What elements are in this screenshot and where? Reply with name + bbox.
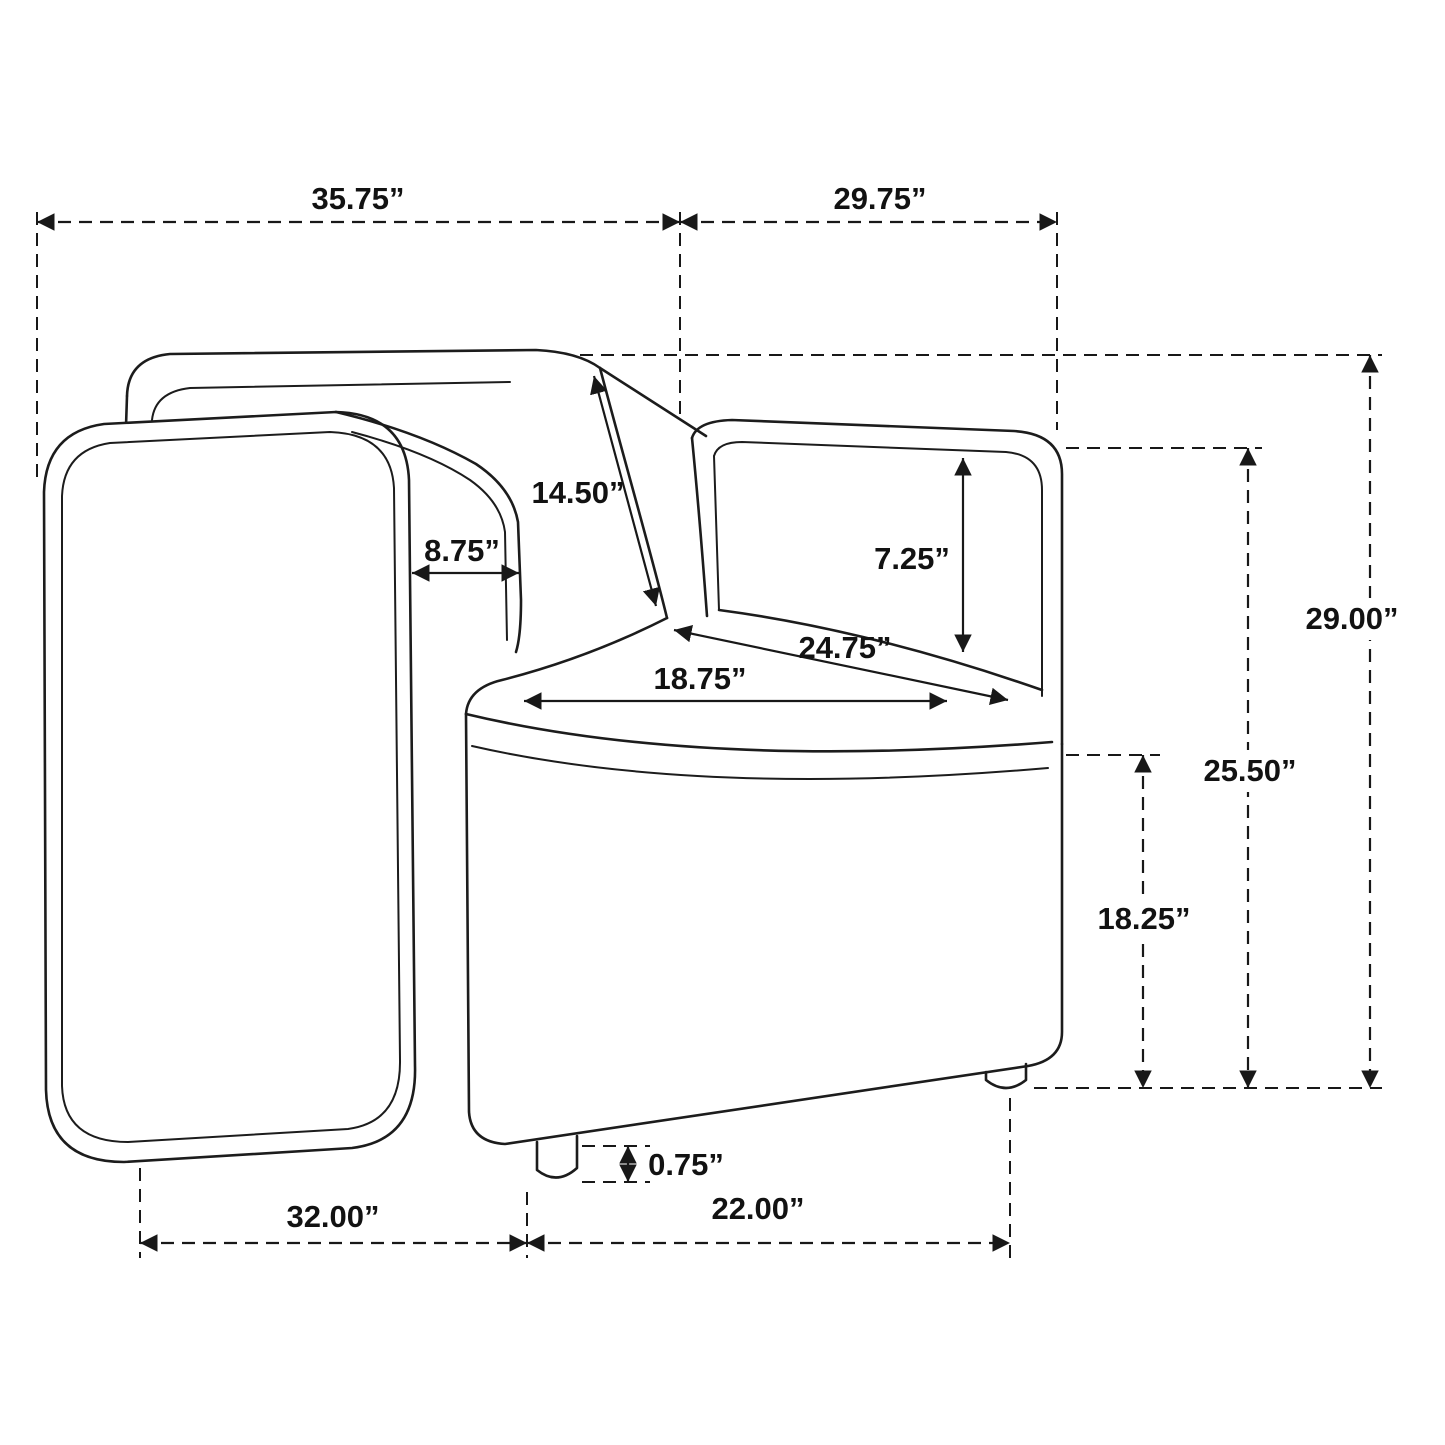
- dim-label-overall-height: 29.00”: [1305, 601, 1398, 636]
- dim-label-seat-height: 18.25”: [1097, 901, 1190, 936]
- armchair-line-drawing: [42, 348, 1064, 1179]
- dim-label-seat-diagonal: 24.75”: [798, 630, 891, 665]
- chair-seat-roll-left: [464, 616, 669, 716]
- extension-lines: [36, 212, 1382, 1258]
- dim-label-overall-depth: 29.75”: [833, 181, 926, 216]
- chair-seat-piping: [471, 745, 1049, 780]
- label-bg-seat-height: [1080, 898, 1208, 940]
- chair-right-arm-inner-frame: [713, 441, 1043, 697]
- dim-label-arm-height: 25.50”: [1203, 753, 1296, 788]
- chair-left-arm-panel: [42, 410, 417, 1164]
- dim-label-base-width: 32.00”: [286, 1199, 379, 1234]
- dimension-labels: 35.75” 29.75” 14.50” 8.75” 7.25” 24.75” …: [286, 181, 1398, 1234]
- dim-label-seat-width: 18.75”: [653, 661, 746, 696]
- label-bg-overall-height: [1288, 598, 1416, 640]
- dim-label-arm-thickness: 8.75”: [424, 533, 500, 568]
- chair-right-leg: [984, 1062, 1028, 1090]
- dim-line-seat-diagonal: [673, 624, 1009, 706]
- dim-line-back-cushion: [590, 375, 660, 607]
- dim-label-back-cushion: 14.50”: [531, 475, 624, 510]
- dimension-label-backgrounds: [1080, 598, 1416, 940]
- chair-right-arm-left-edge: [690, 436, 709, 618]
- chair-arm-top-strip: [334, 410, 523, 654]
- dim-label-overall-width: 35.75”: [311, 181, 404, 216]
- chair-base-outline: [464, 712, 1064, 1146]
- chair-front-left-leg: [535, 1134, 579, 1179]
- dimension-lines: [37, 213, 1379, 1252]
- chair-right-arm-outer: [690, 418, 1064, 746]
- chair-arm-strip-piping: [351, 431, 508, 641]
- chair-seat-front-edge: [464, 712, 1054, 753]
- chair-back-piping: [151, 381, 511, 421]
- chair-left-arm-piping: [61, 431, 402, 1143]
- label-bg-arm-height: [1186, 750, 1314, 792]
- chair-back-left-edge: [124, 394, 129, 428]
- dim-label-base-depth: 22.00”: [711, 1191, 804, 1226]
- chair-right-arm-inner-left: [713, 455, 720, 611]
- chair-back-top-edge: [125, 348, 602, 398]
- dim-label-leg-height: 0.75”: [648, 1147, 724, 1182]
- dim-label-inner-back: 7.25”: [874, 541, 950, 576]
